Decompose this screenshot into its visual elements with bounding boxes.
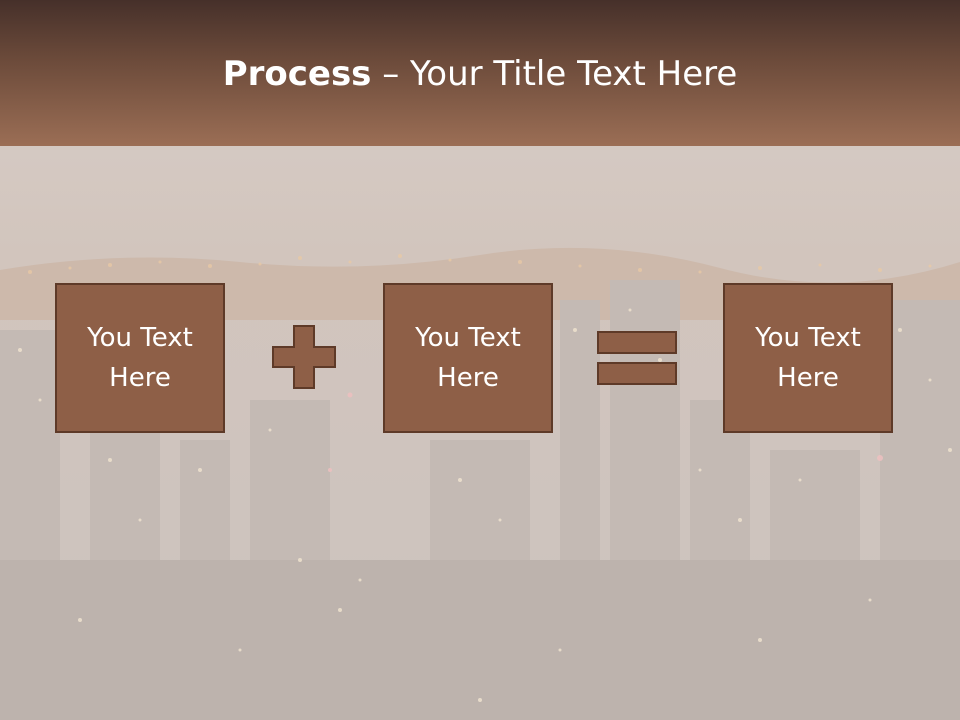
process-box-3-label: You Text Here xyxy=(755,323,861,393)
title-bold-text: Process xyxy=(222,54,372,94)
equals-icon xyxy=(597,331,677,385)
process-box-1-label: You Text Here xyxy=(87,323,193,393)
slide-title[interactable]: Process – Your Title Text Here xyxy=(0,52,960,96)
title-bar xyxy=(0,0,960,146)
title-text: – Your Title Text Here xyxy=(371,54,738,94)
process-box-3[interactable]: You Text Here xyxy=(723,283,893,433)
process-box-2[interactable]: You Text Here xyxy=(383,283,553,433)
process-box-2-label: You Text Here xyxy=(415,323,521,393)
process-box-1[interactable]: You Text Here xyxy=(55,283,225,433)
plus-icon xyxy=(272,325,336,389)
